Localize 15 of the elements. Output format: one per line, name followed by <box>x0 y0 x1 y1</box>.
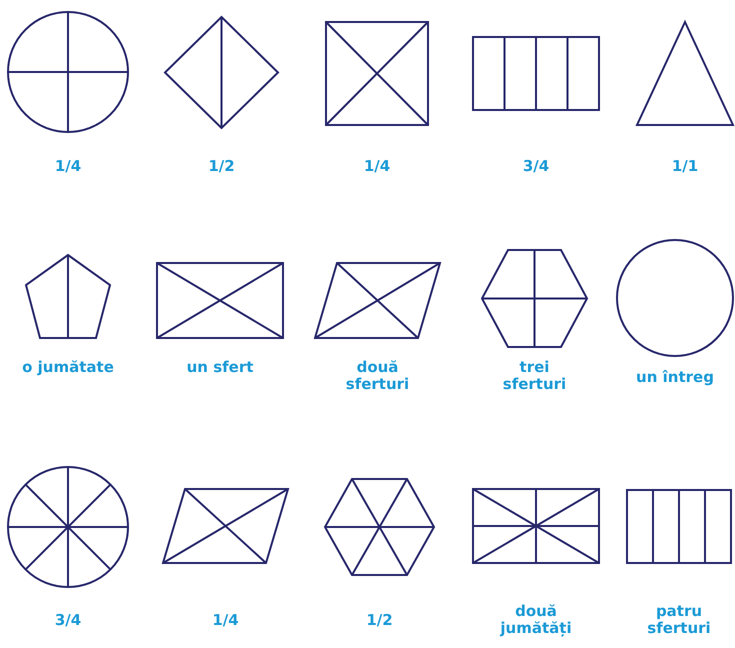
word-label: trei sferturi <box>502 359 568 393</box>
word-label: o jumătate <box>21 359 115 376</box>
word-label: un întreg <box>635 369 715 386</box>
fraction-label: 1/4 <box>362 158 392 175</box>
word-label: două sferturi <box>344 359 410 393</box>
fraction-label: 3/4 <box>522 158 550 175</box>
word-label: două jumătăți <box>498 603 573 637</box>
fraction-label: 1/1 <box>670 158 700 175</box>
fraction-label: 1/2 <box>365 612 394 629</box>
fraction-label: 1/4 <box>54 158 82 175</box>
fraction-label: 1/4 <box>211 612 240 629</box>
fraction-label: 3/4 <box>54 612 82 629</box>
word-label: patru sferturi <box>646 603 712 637</box>
fraction-label: 1/2 <box>207 158 236 175</box>
word-label: un sfert <box>186 359 254 376</box>
